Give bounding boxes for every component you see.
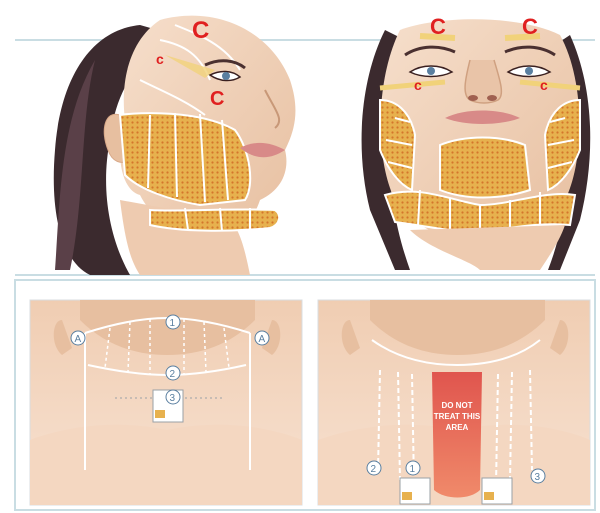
left-face-label-cheek: C — [210, 88, 224, 110]
marker-a-left: A — [75, 334, 82, 345]
marker-1-right: 1 — [410, 464, 416, 475]
neck-panel-right: DO NOT TREAT THIS AREA 1 2 3 — [318, 300, 590, 505]
left-face-label-temple: c — [156, 51, 164, 67]
right-face-label-cheek-left: c — [414, 77, 422, 93]
right-face-label-forehead-right: C — [522, 14, 538, 39]
right-face-label-forehead-left: C — [430, 14, 446, 39]
warning-line-2: TREAT THIS — [434, 412, 481, 421]
right-face-illustration — [362, 19, 591, 270]
marker-2: 2 — [170, 369, 176, 380]
left-face-illustration — [54, 16, 296, 275]
marker-2-right: 2 — [371, 464, 377, 475]
do-not-treat-zone — [432, 372, 482, 498]
warning-line-3: AREA — [446, 423, 469, 432]
right-face-label-cheek-right: c — [540, 77, 548, 93]
transducer-icon-right — [482, 478, 512, 504]
marker-a-right: A — [259, 334, 266, 345]
warning-line-1: DO NOT — [441, 401, 472, 410]
neck-panel-left: 1 2 3 A A — [30, 300, 302, 505]
marker-1: 1 — [170, 318, 176, 329]
marker-3: 3 — [170, 393, 176, 404]
marker-3-right: 3 — [535, 472, 541, 483]
left-face-label-forehead: C — [192, 17, 209, 44]
transducer-icon-left — [400, 478, 430, 504]
